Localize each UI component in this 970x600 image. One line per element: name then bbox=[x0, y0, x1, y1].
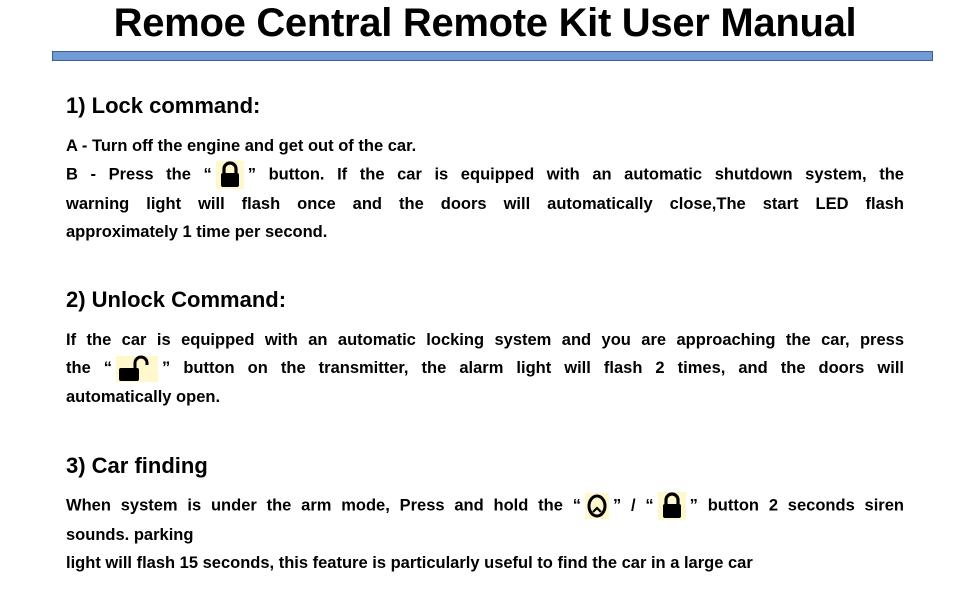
lock-step-b-cont2: approximately 1 time per second. bbox=[66, 223, 328, 241]
section-body-lock: A - Turn off the engine and get out of t… bbox=[66, 132, 904, 246]
lock-step-b-suffix: ” button. If the car is equipped with an… bbox=[247, 165, 904, 184]
unlock-line-3: automatically open. bbox=[66, 387, 221, 406]
section-heading-lock: 1) Lock command: bbox=[66, 93, 261, 118]
find-line-1-middle: ” / “ bbox=[612, 496, 654, 515]
unlock-icon bbox=[115, 355, 159, 383]
lock-step-b: B - Press the “ ” button. If the car is … bbox=[66, 160, 904, 190]
section-body-unlock: If the car is equipped with an automatic… bbox=[66, 326, 904, 411]
section-heading-find: 3) Car finding bbox=[66, 453, 208, 478]
unlock-line-2-prefix: the “ bbox=[66, 359, 113, 377]
unlock-line-1: If the car is equipped with an automatic… bbox=[66, 331, 904, 349]
find-line-1-prefix: When system is under the arm mode, Press… bbox=[66, 496, 581, 515]
document-title: Remoe Central Remote Kit User Manual bbox=[113, 1, 857, 45]
find-line-3: light will flash 15 seconds, this featur… bbox=[66, 554, 753, 572]
lock-step-b-prefix: B - Press the “ bbox=[66, 165, 212, 184]
lock-icon bbox=[215, 160, 245, 190]
title-divider-bar bbox=[52, 51, 933, 61]
lock-step-b-cont1: warning light will flash once and the do… bbox=[66, 195, 904, 213]
car-find-icon bbox=[584, 492, 610, 520]
unlock-line-2: the “ ” button on the transmitter, the a… bbox=[66, 354, 904, 383]
find-line-1: When system is under the arm mode, Press… bbox=[66, 491, 904, 521]
lock-icon bbox=[657, 491, 687, 521]
section-heading-unlock: 2) Unlock Command: bbox=[66, 287, 287, 312]
section-body-find: When system is under the arm mode, Press… bbox=[66, 491, 904, 577]
find-line-1-suffix: ” button 2 seconds siren bbox=[689, 496, 904, 515]
unlock-line-2-suffix: ” button on the transmitter, the alarm l… bbox=[162, 359, 904, 377]
find-line-2: sounds. parking bbox=[66, 526, 194, 544]
lock-step-a: A - Turn off the engine and get out of t… bbox=[66, 137, 417, 155]
